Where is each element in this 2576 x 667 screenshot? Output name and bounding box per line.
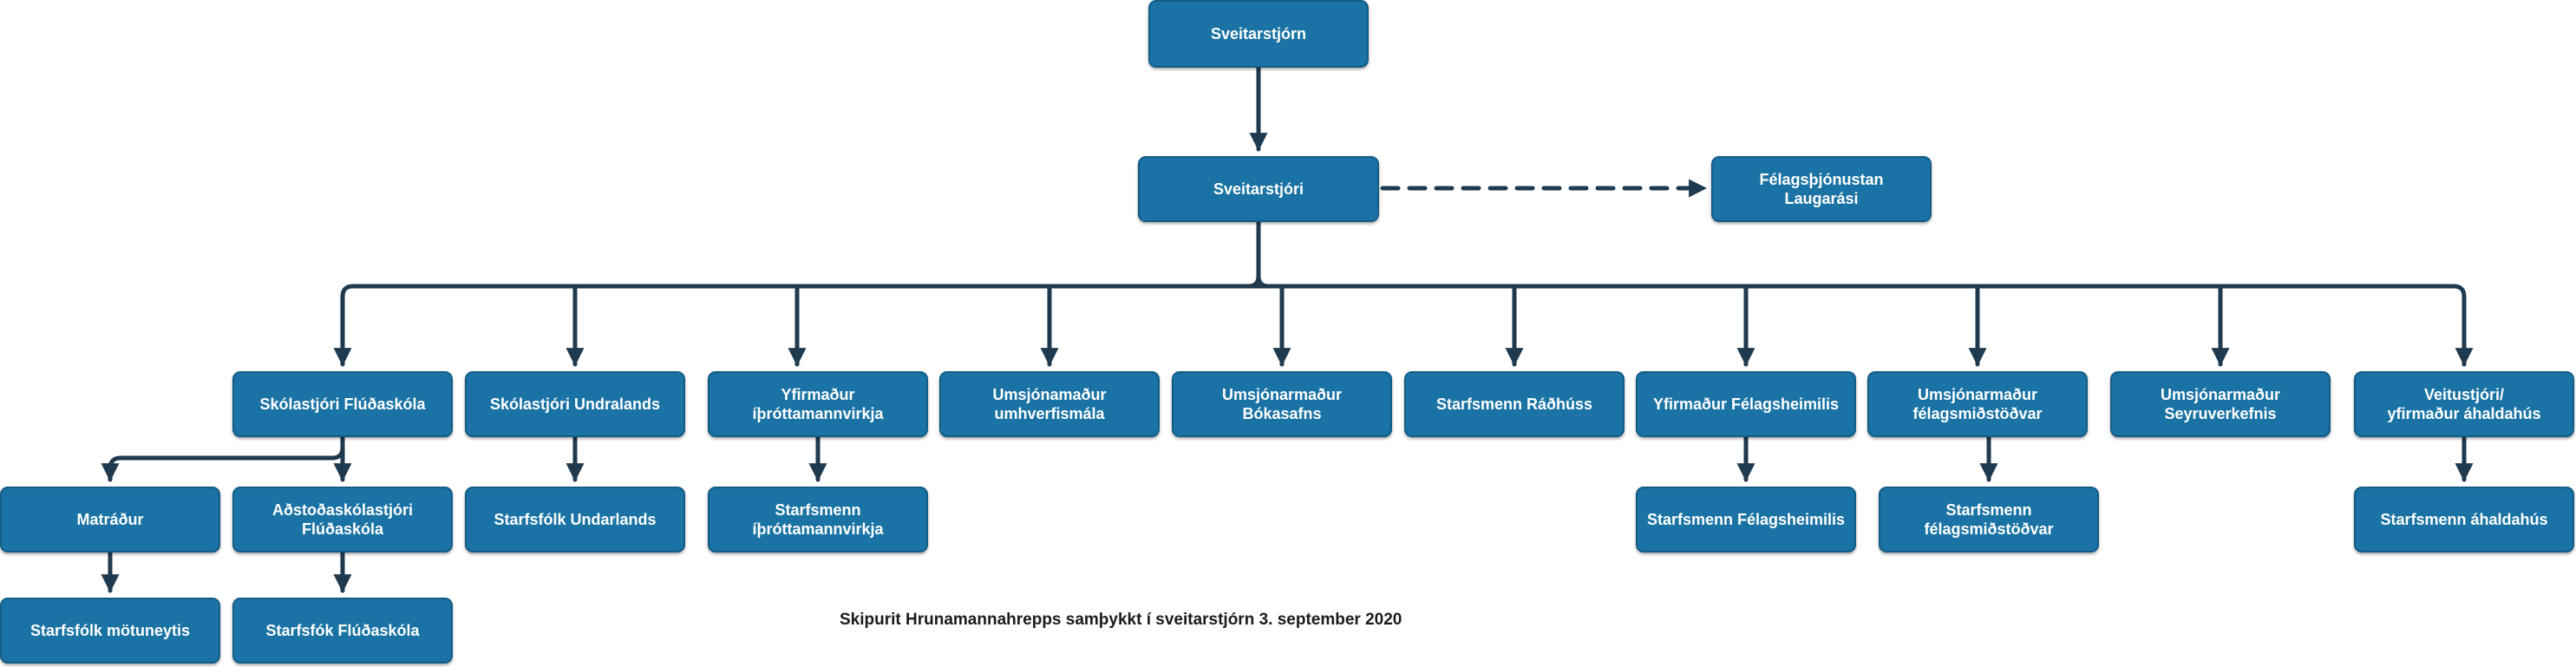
node-starfsfolk-motuneytis: Starfsfólk mötuneytis <box>0 598 220 664</box>
node-umsjonamadur-umhverfismala: Umsjónamaður umhverfismála <box>939 371 1160 437</box>
node-sveitarstjori: Sveitarstjóri <box>1138 156 1379 222</box>
chart-caption: Skipurit Hrunamannahrepps samþykkt í sve… <box>840 611 1402 629</box>
node-starfsmenn-ithrottamannvirkja: Starfsmenn íþróttamannvirkja <box>708 487 928 553</box>
node-yfirmadur-felagsheimilis: Yfirmaður Félagsheimilis <box>1636 371 1856 437</box>
node-skolastjori-fludaskola: Skólastjóri Flúðaskóla <box>232 371 453 437</box>
node-starfsmenn-felagsheimilis: Starfsmenn Félagsheimilis <box>1636 487 1856 553</box>
connector-drop-veitustjori <box>2451 284 2474 367</box>
node-umsjonarmadur-seyruverkefnis: Umsjónarmaður Seyruverkefnis <box>2110 371 2331 437</box>
node-starfsfolk-undarlands: Starfsfólk Undarlands <box>465 487 685 553</box>
node-starfsmenn-felagsmidstodvar: Starfsmenn félagsmiðstöðvar <box>1879 487 2099 553</box>
node-starfsmenn-radhuss: Starfsmenn Ráðhúss <box>1404 371 1625 437</box>
node-umsjonarmadur-bokasafns: Umsjónarmaður Bókasafns <box>1172 371 1392 437</box>
connector-skolastjori-fluda-stem <box>101 435 345 482</box>
node-umsjonarmadur-felagsmidstodvar: Umsjónarmaður félagsmiðstöðvar <box>1867 371 2088 437</box>
node-matradur: Matráður <box>0 487 220 553</box>
node-felagsthjonustan: Félagsþjónustan Laugarási <box>1711 156 1932 222</box>
node-starfsmenn-ahaldahus: Starfsmenn áhaldahús <box>2354 487 2574 553</box>
node-adstodaskolastjori: Aðstoðaskólastjóri Flúðaskóla <box>232 487 453 553</box>
connector-drop-skolastjori-fluda <box>333 284 356 367</box>
node-skolastjori-undralands: Skólastjóri Undralands <box>465 371 685 437</box>
node-starfsfok-fludaskola: Starfsfók Flúðaskóla <box>232 598 453 664</box>
node-veitustjori: Veitustjóri/ yfirmaður áhaldahús <box>2354 371 2574 437</box>
node-sveitarstjorn: Sveitarstjórn <box>1148 0 1369 68</box>
node-yfirmadur-ithrottamannvirkja: Yfirmaður íþróttamannvirkja <box>708 371 928 437</box>
